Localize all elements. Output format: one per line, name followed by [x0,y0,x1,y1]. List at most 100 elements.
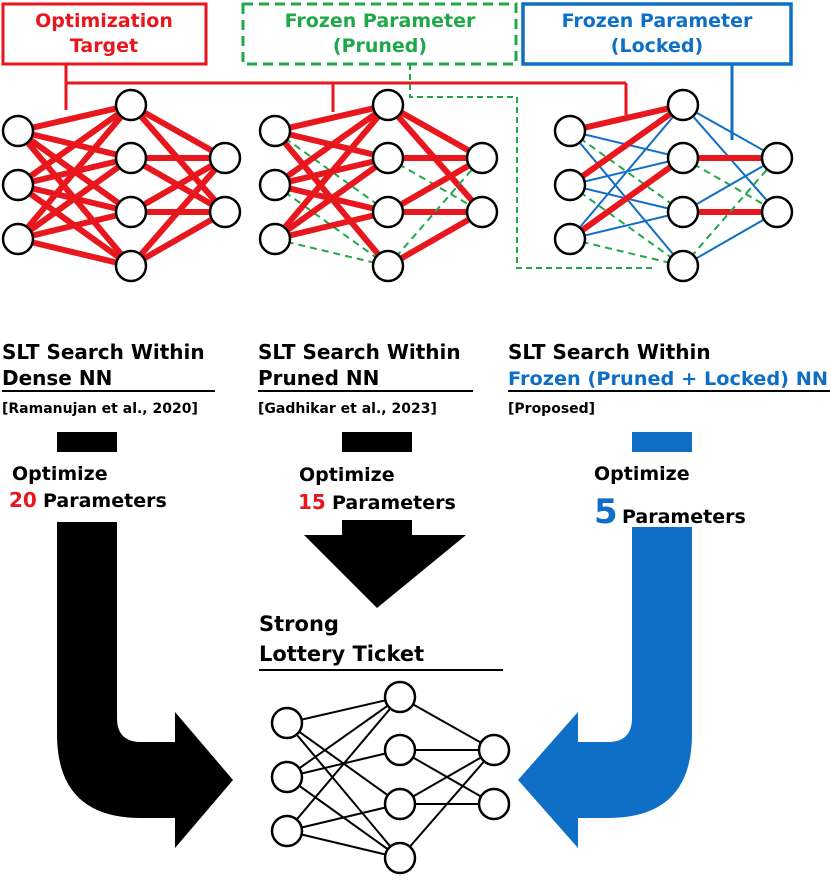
edge-h0o0 [128,102,228,161]
legend-frozen-locked: Frozen Parameter (Locked) [521,2,793,66]
legend-frozen-pruned: Frozen Parameter (Pruned) [241,2,518,66]
network-frozen [553,88,794,283]
node [477,787,511,821]
arrow-frozen [518,432,692,848]
optimize-frozen: Optimize 5 Parameters [594,463,746,532]
node [371,249,405,283]
edge-i1h0 [567,102,686,188]
result-title-line2: Lottery Ticket [259,642,424,666]
method-dense-title-line1: SLT Search Within [2,340,205,364]
edge-i1h0 [286,696,401,778]
edge-i2h3 [569,238,684,267]
edge-i2h0 [286,696,401,832]
node [270,760,304,794]
node [383,680,417,714]
edge-i0h0 [567,102,686,134]
edge-h2o0 [128,155,228,215]
edge-h3o0 [399,749,495,859]
node [114,249,148,283]
edge-i2h2 [272,209,391,242]
network-dense [1,88,242,283]
node [270,706,304,740]
edge-i2h2 [15,209,134,242]
edge-i1h0 [272,102,391,188]
network-strong-lottery-ticket [270,680,511,875]
node [465,141,499,175]
optimize-pruned: Optimize 15 Parameters [298,464,456,514]
node [383,733,417,767]
edge-i2h3 [15,236,134,269]
edge-i2h0 [569,104,684,240]
method-dense: SLT Search Within Dense NN [Ramanujan et… [2,340,215,417]
node [258,222,292,256]
edge-h2o0 [385,155,485,215]
node [371,141,405,175]
edge-i0h0 [15,102,134,134]
method-pruned-citation: [Gadhikar et al., 2023] [258,401,437,417]
optimize-dense: Optimize 20 Parameters [9,463,167,512]
edge-i2h3 [274,238,389,267]
arrow-dense [57,432,233,848]
node [114,141,148,175]
node [371,88,405,122]
method-frozen-citation: [Proposed] [508,401,595,417]
arrow-pruned [304,432,466,608]
optimize-frozen-label: Optimize [594,463,690,485]
optimize-frozen-param-label: Parameters [622,506,746,528]
node [465,195,499,229]
legend-connectors [64,64,734,269]
edge-h0o0 [385,102,485,161]
node [477,733,511,767]
legend-optimization-line2: Target [70,35,138,57]
edge-i2h0 [272,102,391,242]
edge-i0h0 [286,696,401,724]
result-title-line1: Strong [259,612,339,636]
node [1,168,35,202]
node [553,114,587,148]
node [1,114,35,148]
node [114,195,148,229]
edge-h3o1 [128,209,228,269]
optimize-pruned-label: Optimize [299,464,395,486]
edge-i0h3 [286,722,401,859]
legend-optimization-line1: Optimization [35,10,173,32]
node [208,141,242,175]
node [666,249,700,283]
node [258,168,292,202]
edge-h2o0 [682,157,778,213]
method-frozen: SLT Search Within Frozen (Pruned + Locke… [508,340,830,417]
edge-i2h1 [272,155,391,242]
node [553,168,587,202]
method-pruned-title-line2: Pruned NN [258,366,379,390]
optimize-pruned-param-label: Parameters [332,492,456,514]
optimize-dense-count: 20 [9,488,37,512]
legend-optimization-target: Optimization Target [1,2,208,66]
edge-i2h2 [286,803,401,832]
legend-pruned-line2: (Pruned) [333,35,427,57]
method-pruned: SLT Search Within Pruned NN [Gadhikar et… [258,340,473,417]
edge-i2h1 [15,155,134,242]
edge-i1h0 [15,102,134,188]
node [1,222,35,256]
edge-h0o0 [682,104,778,159]
edge-h3o1 [682,211,778,267]
edge-h2o0 [399,749,495,805]
node [383,787,417,821]
node [666,88,700,122]
edge-h3o1 [385,209,485,269]
edge-i2h3 [286,830,401,859]
node [371,195,405,229]
edge-i2h1 [567,155,686,242]
edge-i0h0 [272,102,391,134]
edge-h0o0 [399,696,495,751]
network-pruned [258,88,499,283]
node [114,88,148,122]
legend-locked-line2: (Locked) [611,35,703,57]
node [383,841,417,875]
method-frozen-title-line1: SLT Search Within [508,340,711,364]
edge-i2h0 [15,102,134,242]
node [760,195,794,229]
optimize-dense-param-label: Parameters [43,490,167,512]
optimize-dense-label: Optimize [12,463,108,485]
